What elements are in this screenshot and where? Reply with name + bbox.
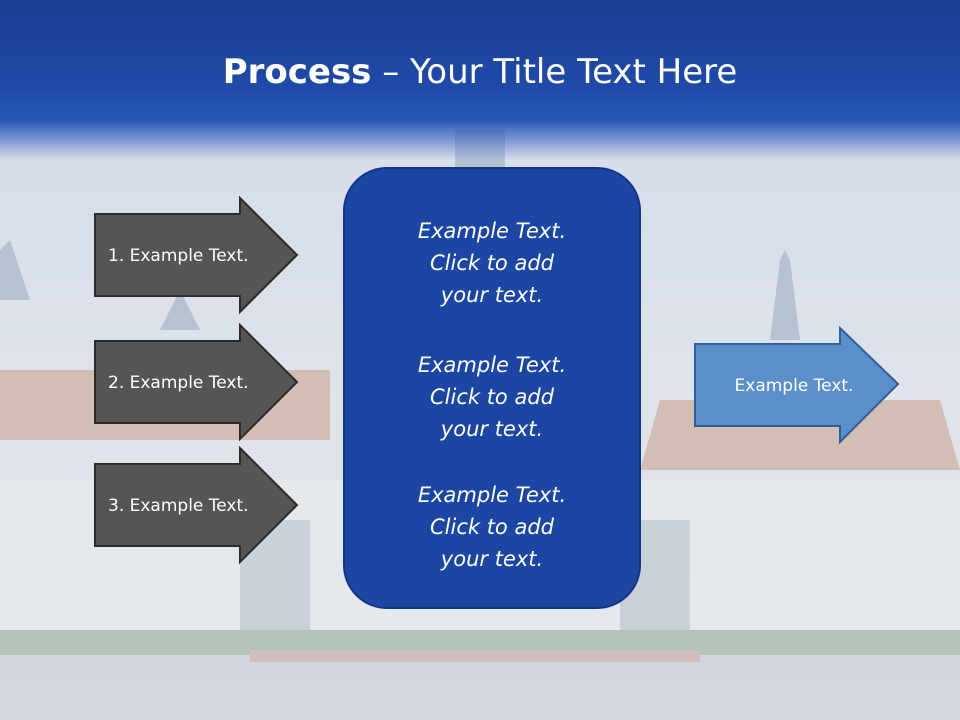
center-text-line: Click to add [429,385,554,409]
step-arrow-3: 3. Example Text. [94,446,299,566]
step-label-2: 2. Example Text. [108,373,249,393]
center-text-block-1: Example Text. Click to add your text. [345,215,639,311]
center-text-line: your text. [440,417,544,441]
output-label: Example Text. [734,376,854,396]
center-text-line: Example Text. [417,353,567,377]
header-band [0,0,960,160]
center-text-line: your text. [440,283,544,307]
step-arrow-3-shape [94,446,299,565]
step-label-1: 1. Example Text. [108,246,249,266]
step-arrow-2: 2. Example Text. [94,323,299,443]
center-text-line: Example Text. [417,483,567,507]
center-text-line: your text. [440,547,544,571]
output-arrow: Example Text. [694,326,900,446]
center-text-line: Click to add [429,251,554,275]
output-arrow-shape [694,326,900,445]
slide-title: Process – Your Title Text Here [0,52,960,92]
step-arrow-1: 1. Example Text. [94,196,299,316]
center-process-box: Example Text. Click to add your text. Ex… [343,167,641,609]
center-text-block-2: Example Text. Click to add your text. [345,349,639,445]
step-label-3: 3. Example Text. [108,496,249,516]
center-text-line: Click to add [429,515,554,539]
step-arrow-2-shape [94,323,299,442]
title-rest: – Your Title Text Here [371,52,738,92]
step-arrow-1-shape [94,196,299,315]
title-bold: Process [222,52,372,92]
center-text-line: Example Text. [417,219,567,243]
center-text-block-3: Example Text. Click to add your text. [345,479,639,575]
